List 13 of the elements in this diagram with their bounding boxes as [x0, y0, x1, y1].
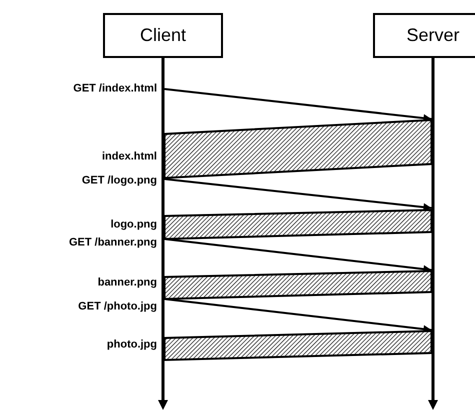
edge-label: GET /banner.png: [68, 236, 157, 250]
payload-label: logo.png: [110, 218, 157, 232]
response-band: [164, 208, 432, 240]
payload-label: banner.png: [98, 276, 157, 290]
response-band: [164, 330, 432, 362]
edge-label: GET /logo.png: [82, 174, 157, 188]
edge-label: GET /photo.jpg: [78, 300, 157, 314]
request-arrow: [164, 178, 432, 212]
response-band: [164, 118, 432, 180]
response-band: [164, 270, 432, 300]
participant-name: Server: [406, 25, 460, 46]
participant-name: Client: [140, 25, 186, 46]
payload-label: photo.jpg: [106, 338, 157, 352]
